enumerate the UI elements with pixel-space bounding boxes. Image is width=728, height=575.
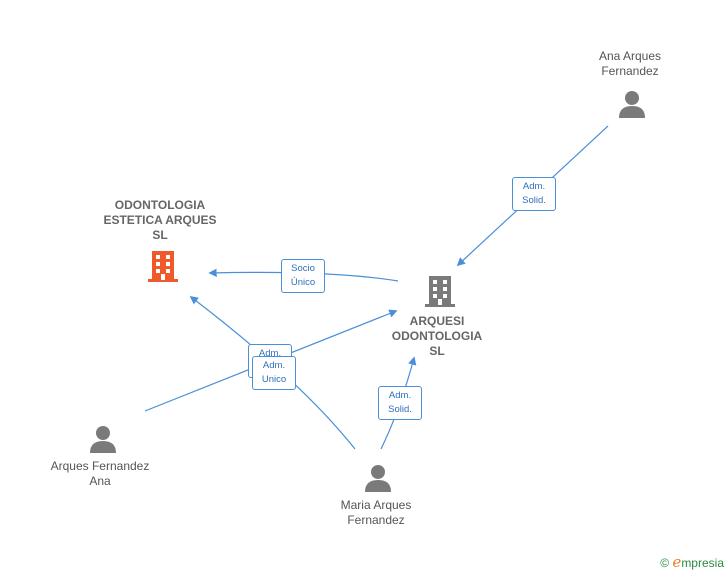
- copyright-symbol: ©: [660, 556, 670, 570]
- person-icon[interactable]: [617, 89, 647, 119]
- edge-badge-adm-solid[interactable]: Adm. Solid.: [378, 386, 422, 420]
- edge-badge-text: Adm. Unico: [261, 360, 287, 385]
- empresia-logo[interactable]: © empresia: [660, 553, 724, 571]
- company-arquesi-label[interactable]: ARQUESI ODONTOLOGIA SL: [387, 314, 487, 359]
- building-icon[interactable]: [423, 273, 457, 309]
- company-main-name: ODONTOLOGIA ESTETICA ARQUES SL: [103, 198, 217, 242]
- company-main-label[interactable]: ODONTOLOGIA ESTETICA ARQUES SL: [100, 198, 220, 243]
- edge-badge-socio-unico[interactable]: Socio Único: [281, 259, 325, 293]
- person-ana-top-name: Ana Arques Fernandez: [598, 49, 662, 78]
- building-icon[interactable]: [146, 248, 180, 284]
- edge-badge-text: Adm. Solid.: [388, 390, 412, 415]
- person-icon[interactable]: [363, 463, 393, 493]
- brand-initial: e: [672, 553, 682, 571]
- person-arques-ana-label[interactable]: Arques Fernandez Ana: [50, 459, 150, 489]
- edge-badge-adm-unico[interactable]: Adm. Unico: [252, 356, 296, 390]
- edge-badge-text: Adm. Solid.: [522, 181, 546, 206]
- edge-badge-text: Socio Único: [290, 263, 316, 288]
- brand-name: mpresia: [681, 556, 724, 570]
- person-icon[interactable]: [88, 424, 118, 454]
- edge-badge-adm-solid[interactable]: Adm. Solid.: [512, 177, 556, 211]
- person-arques-ana-name: Arques Fernandez Ana: [50, 459, 150, 488]
- person-maria-label[interactable]: Maria Arques Fernandez: [336, 498, 416, 528]
- person-maria-name: Maria Arques Fernandez: [340, 498, 412, 527]
- company-arquesi-name: ARQUESI ODONTOLOGIA SL: [391, 314, 483, 358]
- person-ana-top-label[interactable]: Ana Arques Fernandez: [585, 49, 675, 79]
